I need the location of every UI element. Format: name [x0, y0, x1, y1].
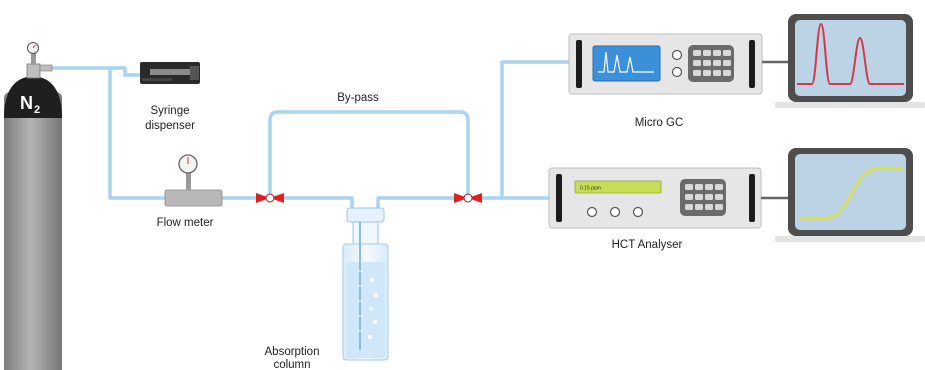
hct-analyser-instrument: 0.15 ppm HCT Analyser [548, 167, 762, 251]
knob-icon [671, 49, 683, 61]
hct-analyser-label: HCT Analyser [612, 239, 683, 251]
valve-icon [454, 193, 482, 203]
flow-meter-label: Flow meter [157, 217, 214, 229]
cylinder-valve-stem [31, 52, 36, 64]
keypad-icon [688, 45, 734, 82]
micro-gc-instrument: Micro GC [568, 33, 763, 129]
flow-meter: Flow meter [157, 154, 223, 229]
syringe-label-line2: dispenser [145, 120, 195, 132]
hct-monitor [775, 148, 925, 242]
absorption-label-line2: column [273, 359, 310, 370]
hct-display [574, 180, 662, 194]
absorption-label-line1: Absorption [265, 346, 320, 358]
knob-icon [609, 206, 621, 218]
tube-cylinder-to-flowmeter [108, 68, 165, 200]
knob-icon [586, 206, 598, 218]
syringe-label-line1: Syringe [151, 105, 190, 117]
cylinder-outlet [39, 64, 53, 72]
keypad-icon [680, 179, 726, 216]
knob-icon [671, 66, 683, 78]
syringe-dispenser: Syringe dispenser [140, 62, 200, 132]
tube-valve2-to-gc [500, 60, 570, 198]
gc-screen-trace [598, 51, 654, 73]
knob-icon [632, 206, 644, 218]
tubing [52, 60, 570, 215]
tube-valve1-to-column [282, 196, 354, 215]
micro-gc-label: Micro GC [635, 117, 684, 129]
absorption-column: Absorption column [265, 207, 389, 370]
valve-icon [256, 193, 284, 203]
tube-column-to-valve2 [376, 196, 456, 215]
bypass-label: By-pass [337, 92, 379, 104]
cylinder-collar [26, 63, 41, 79]
cylinder-shoulder [4, 76, 62, 118]
gc-screen [592, 45, 661, 82]
gas-subscript: 2 [34, 104, 40, 116]
tube-cylinder-to-syringe [52, 66, 140, 77]
gc-monitor [775, 14, 925, 108]
hct-concentration-trace [800, 166, 904, 220]
gas-symbol: N [20, 93, 33, 113]
hct-display-value: 0.15 ppm [580, 186, 601, 192]
tube-bypass [268, 110, 470, 198]
cylinder-body [4, 92, 62, 370]
nitrogen-cylinder: N 2 [4, 42, 62, 370]
gc-chromatogram-trace [797, 22, 904, 85]
